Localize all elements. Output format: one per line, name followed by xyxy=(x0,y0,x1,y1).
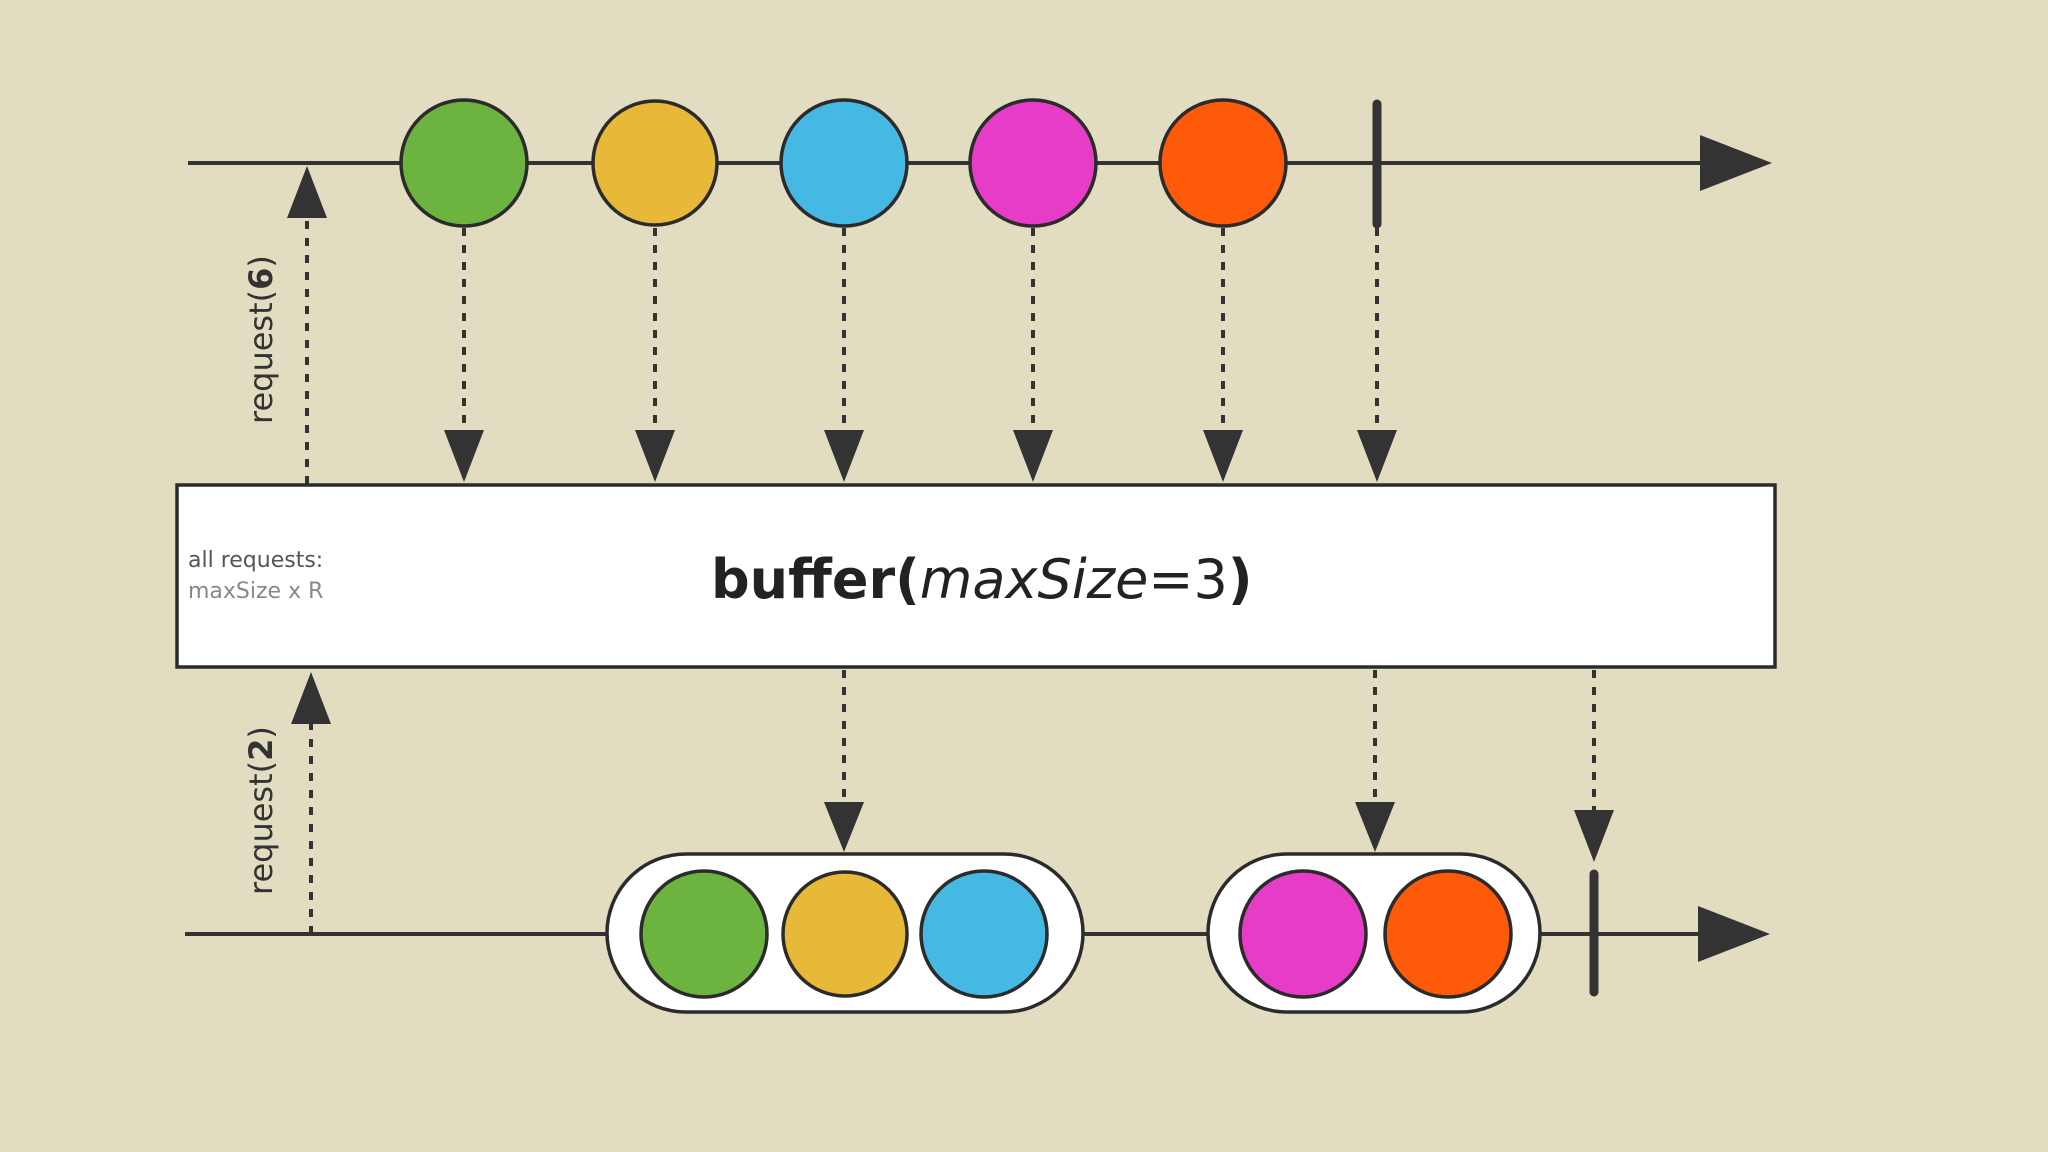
source-marble-magenta xyxy=(968,98,1098,228)
operator-box xyxy=(175,483,1777,669)
emission-arrows xyxy=(444,228,1397,482)
source-marble-orange xyxy=(1158,98,1288,228)
operator-note-line2: maxSize x R xyxy=(188,579,323,604)
source-marble-green xyxy=(399,98,529,228)
downstream-request-label: request(2) xyxy=(242,726,280,895)
source-marble-yellow xyxy=(591,99,719,227)
buffer-2-marble-magenta xyxy=(1238,869,1368,999)
source-marble-blue xyxy=(779,98,909,228)
result-timeline-arrowhead xyxy=(1698,906,1770,962)
source-timeline-arrowhead xyxy=(1700,135,1772,191)
buffer-1-marble-blue xyxy=(919,869,1049,999)
operator-note-line1: all requests: xyxy=(188,548,323,573)
output-arrows xyxy=(824,670,1614,862)
buffer-1 xyxy=(605,852,1085,1014)
downstream-request-arrowhead xyxy=(291,672,331,724)
buffer-1-marble-yellow xyxy=(781,870,909,998)
upstream-request-label: request(6) xyxy=(242,255,280,424)
upstream-request-arrowhead xyxy=(287,166,327,218)
buffer-2-marble-orange xyxy=(1383,869,1513,999)
buffer-1-marble-green xyxy=(639,869,769,999)
operator-title: buffer(maxSize=3) xyxy=(711,548,1253,611)
buffer-2 xyxy=(1206,852,1542,1014)
